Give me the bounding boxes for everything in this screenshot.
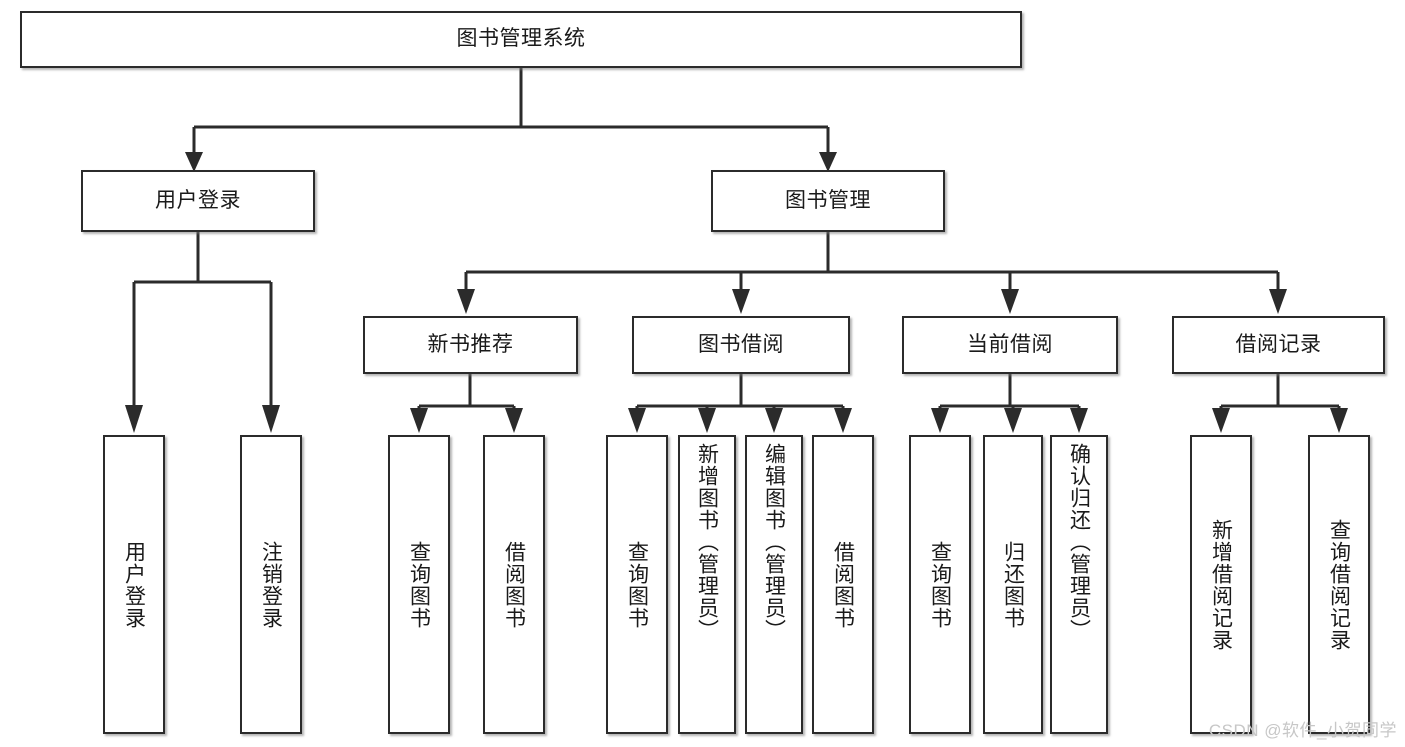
node-user-login-label: 用户登录 [155,188,241,212]
edge-group-new-book-recommend [417,374,516,412]
node-leaf-borrow-book-1[interactable]: 借阅图书 [483,435,545,734]
node-user-login[interactable]: 用户登录 [81,170,315,232]
node-book-borrow-label: 图书借阅 [698,332,784,356]
edge-group-current-borrow [938,374,1081,412]
node-book-manage-label: 图书管理 [785,188,871,212]
node-leaf-query-book-2-label: 查询图书 [625,540,649,629]
node-leaf-add-book-label: 新增图书（管理员） [695,443,719,641]
node-leaf-logout[interactable]: 注销登录 [240,435,302,734]
node-leaf-borrow-book-2[interactable]: 借阅图书 [812,435,874,734]
arrowheads-level3 [457,289,1287,314]
node-leaf-add-record[interactable]: 新增借阅记录 [1190,435,1252,734]
node-leaf-query-book-1[interactable]: 查询图书 [388,435,450,734]
arrowheads-level2 [185,152,837,172]
edge-group-book-borrow [635,374,845,412]
edge-group-book-manage [464,232,1280,292]
node-leaf-user-login-label: 用户登录 [122,540,146,629]
edge-group-borrow-record [1219,374,1341,412]
node-leaf-query-book-3-label: 查询图书 [928,540,952,629]
node-current-borrow[interactable]: 当前借阅 [902,316,1118,374]
node-book-manage[interactable]: 图书管理 [711,170,945,232]
node-book-borrow[interactable]: 图书借阅 [632,316,850,374]
node-leaf-query-record-label: 查询借阅记录 [1327,518,1351,651]
node-leaf-borrow-book-1-label: 借阅图书 [502,540,526,629]
node-leaf-logout-label: 注销登录 [259,540,283,629]
node-leaf-query-book-2[interactable]: 查询图书 [606,435,668,734]
node-new-book-recommend-label: 新书推荐 [427,332,514,356]
node-root-label: 图书管理系统 [456,27,586,51]
node-leaf-borrow-book-2-label: 借阅图书 [831,540,855,629]
node-borrow-record[interactable]: 借阅记录 [1172,316,1385,374]
node-current-borrow-label: 当前借阅 [967,332,1053,356]
arrowheads-recommend-leaves [410,408,523,433]
node-leaf-edit-book[interactable]: 编辑图书（管理员） [745,435,803,734]
node-leaf-add-record-label: 新增借阅记录 [1209,518,1233,651]
node-leaf-query-record[interactable]: 查询借阅记录 [1308,435,1370,734]
edge-group-root [192,68,830,155]
node-leaf-query-book-1-label: 查询图书 [407,540,431,629]
arrowheads-borrow-leaves [628,408,852,433]
arrowheads-current-borrow-leaves [931,408,1088,433]
arrowheads-record-leaves [1212,408,1348,433]
node-leaf-user-login[interactable]: 用户登录 [103,435,165,734]
node-root[interactable]: 图书管理系统 [20,11,1022,68]
arrowheads-user-login-leaves [125,405,280,433]
node-leaf-add-book[interactable]: 新增图书（管理员） [678,435,736,734]
edge-group-user-login [132,232,273,408]
node-leaf-query-book-3[interactable]: 查询图书 [909,435,971,734]
node-leaf-return-book[interactable]: 归还图书 [983,435,1043,734]
node-borrow-record-label: 借阅记录 [1235,332,1322,356]
node-leaf-edit-book-label: 编辑图书（管理员） [762,443,786,641]
node-leaf-return-book-label: 归还图书 [1001,540,1025,629]
node-leaf-confirm-return[interactable]: 确认归还（管理员） [1050,435,1108,734]
node-leaf-confirm-return-label: 确认归还（管理员） [1067,443,1091,641]
node-new-book-recommend[interactable]: 新书推荐 [363,316,578,374]
